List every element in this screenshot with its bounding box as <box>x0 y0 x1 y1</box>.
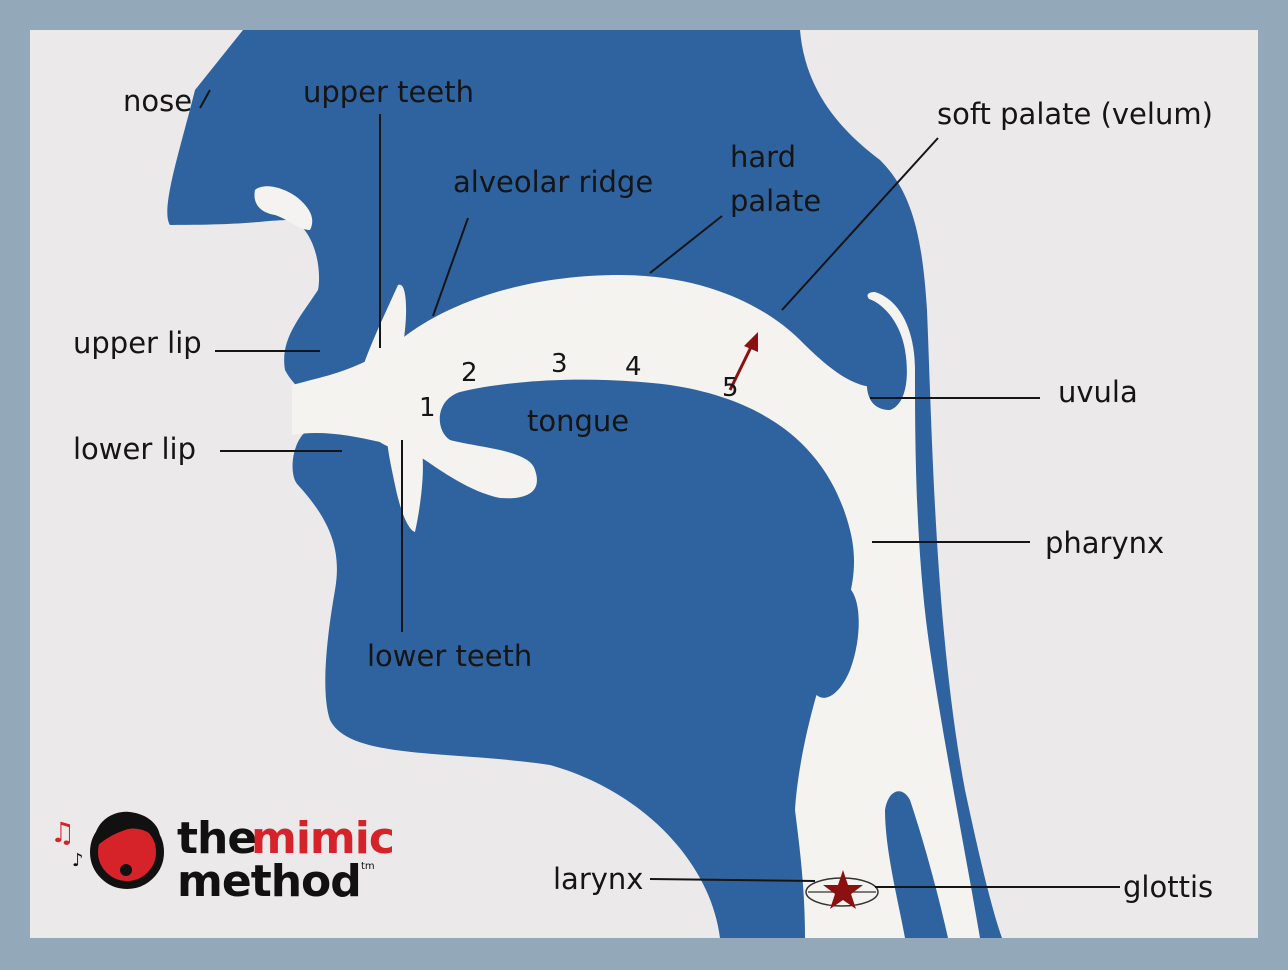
position-4: 4 <box>625 352 642 382</box>
label-glottis: glottis <box>1123 870 1214 904</box>
arrow-head <box>744 332 758 352</box>
label-hard-palate-line1: hard <box>730 140 796 174</box>
label-soft-palate: soft palate (velum) <box>937 97 1213 131</box>
vocal-fold-tissue <box>885 791 948 938</box>
glottis-star <box>823 870 863 909</box>
leader-nose <box>199 89 211 109</box>
position-3: 3 <box>551 349 568 379</box>
upper-tooth <box>359 284 407 400</box>
logo-tm: tm <box>361 861 375 872</box>
epiglottis <box>809 584 859 698</box>
label-tongue: tongue <box>527 404 630 438</box>
diagram-panel: ♫ ♪ nose upper teeth alveolar ridge hard… <box>30 30 1258 938</box>
vocal-tract-diagram: ♫ ♪ <box>50 30 1120 938</box>
label-lower-teeth: lower teeth <box>367 639 533 673</box>
logo-small-note-icon: ♪ <box>72 850 84 871</box>
logo-music-note-icon: ♫ <box>50 816 75 849</box>
leader-hard-palate <box>649 215 723 274</box>
position-1: 1 <box>419 393 436 423</box>
leader-larynx <box>649 878 816 882</box>
arrow-shaft <box>728 344 754 391</box>
logo-method: method <box>177 856 362 907</box>
airway <box>292 275 980 938</box>
head-tissue <box>167 30 1002 938</box>
lower-tooth <box>387 425 423 532</box>
label-hard-palate-line2: palate <box>730 184 822 218</box>
nostril <box>254 186 313 230</box>
label-upper-lip: upper lip <box>73 326 202 360</box>
logo-hair <box>93 811 161 848</box>
label-uvula: uvula <box>1058 375 1138 409</box>
leader-alveolar-ridge <box>432 217 469 317</box>
position-5: 5 <box>722 373 739 403</box>
label-larynx: larynx <box>553 862 644 896</box>
label-pharynx: pharynx <box>1045 526 1165 560</box>
logo-mimic: mimic <box>251 813 395 864</box>
label-alveolar-ridge: alveolar ridge <box>453 165 654 199</box>
label-nose: nose <box>123 84 193 118</box>
leader-soft-palate <box>781 137 939 311</box>
label-upper-teeth: upper teeth <box>303 75 474 109</box>
position-2: 2 <box>461 358 478 388</box>
logo-the: the <box>177 813 257 864</box>
label-lower-lip: lower lip <box>73 432 197 466</box>
logo-mouth <box>120 864 132 876</box>
uvula-shape <box>865 298 907 410</box>
